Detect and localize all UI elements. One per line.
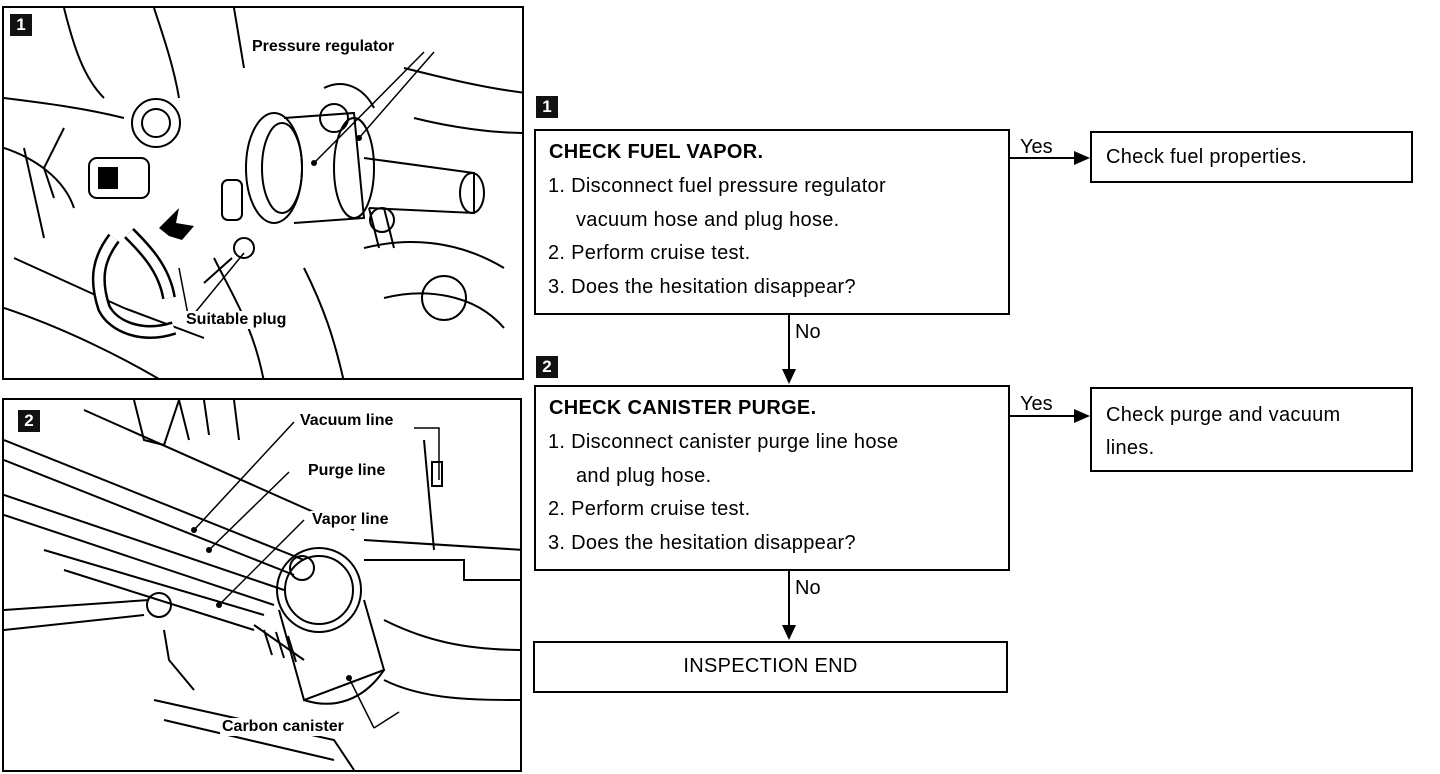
flowchart-step-1-badge: 1 [536,96,558,118]
step-1-line-4: 3. Does the hesitation disappear? [548,276,856,298]
pressure-regulator-label: Pressure regulator [250,38,397,56]
suitable-plug-label: Suitable plug [184,311,289,329]
no-arrow-1 [782,369,796,384]
figure-1-step-badge: 1 [10,14,32,36]
vacuum-line-label: Vacuum line [298,412,396,430]
check-canister-purge-title: CHECK CANISTER PURGE. [549,397,817,419]
check-purge-vacuum-text: Check purge and vacuum lines. [1106,404,1341,459]
step-2-line-3: 2. Perform cruise test. [548,498,751,520]
step-2-line-4: 3. Does the hesitation disappear? [548,532,856,554]
step-2-line-2: and plug hose. [576,465,712,487]
yes-arrow-2 [1074,409,1090,423]
yes-arrow-1 [1074,151,1090,165]
step-1-line-1: 1. Disconnect fuel pressure regulator [548,175,886,197]
purge-line-label: Purge line [306,462,388,480]
step-2-line-1: 1. Disconnect canister purge line hose [548,431,899,453]
check-fuel-properties-box: Check fuel properties. [1090,131,1413,183]
no-label-2: No [795,577,821,599]
figure-2-panel: 2 Vacuum line Purge line Vapor line Carb… [2,398,522,772]
vapor-line-label: Vapor line [310,511,391,529]
flowchart-step-2-badge: 2 [536,356,558,378]
no-arrow-2 [782,625,796,640]
inspection-end-box: INSPECTION END [533,641,1008,693]
check-fuel-vapor-title: CHECK FUEL VAPOR. [549,141,764,163]
check-canister-purge-box: CHECK CANISTER PURGE. 1. Disconnect cani… [534,385,1010,571]
step-1-line-2: vacuum hose and plug hose. [576,209,840,231]
yes-label-1: Yes [1020,136,1053,158]
yes-label-2: Yes [1020,393,1053,415]
step-1-line-3: 2. Perform cruise test. [548,242,751,264]
inspection-end-text: INSPECTION END [683,655,858,677]
carbon-canister-label: Carbon canister [220,718,346,736]
figure-2-step-badge: 2 [18,410,40,432]
figure-2-illustration [4,400,520,770]
check-fuel-vapor-box: CHECK FUEL VAPOR. 1. Disconnect fuel pre… [534,129,1010,315]
figure-1-panel: 1 Pressure regulator Suitable plug [2,6,524,380]
no-label-1: No [795,321,821,343]
check-fuel-properties-text: Check fuel properties. [1106,146,1308,168]
check-purge-vacuum-box: Check purge and vacuum lines. [1090,387,1413,472]
